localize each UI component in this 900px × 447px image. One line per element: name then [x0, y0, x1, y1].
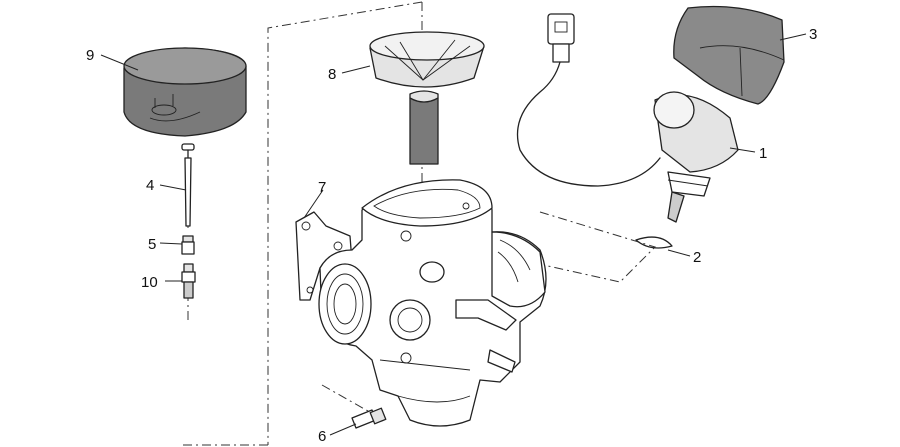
carburetor-body: [318, 179, 547, 427]
callout-5: 5: [148, 236, 156, 253]
callout-7: 7: [318, 179, 326, 196]
callout-1: 1: [759, 145, 767, 162]
callout-labels: 9 8 3 1 2 4 5 10 7 6: [86, 26, 817, 445]
part-2-clip: [635, 236, 673, 249]
callout-2: 2: [693, 249, 701, 266]
part-8-funnel: [369, 31, 485, 165]
part-3-cap: [673, 5, 785, 105]
callout-8: 8: [328, 66, 336, 83]
part-5-jet: [181, 235, 195, 255]
callout-3: 3: [809, 26, 817, 43]
leader-lines: [100, 33, 807, 436]
part-6-screw: [351, 407, 387, 429]
part-4-needle: [181, 143, 195, 227]
callout-4: 4: [146, 177, 154, 194]
callout-10: 10: [141, 274, 158, 291]
part-1-starter: [516, 13, 739, 223]
part-9-cover: [123, 47, 247, 137]
callout-9: 9: [86, 47, 94, 64]
part-10-jet: [181, 263, 196, 299]
callout-6: 6: [318, 428, 326, 445]
